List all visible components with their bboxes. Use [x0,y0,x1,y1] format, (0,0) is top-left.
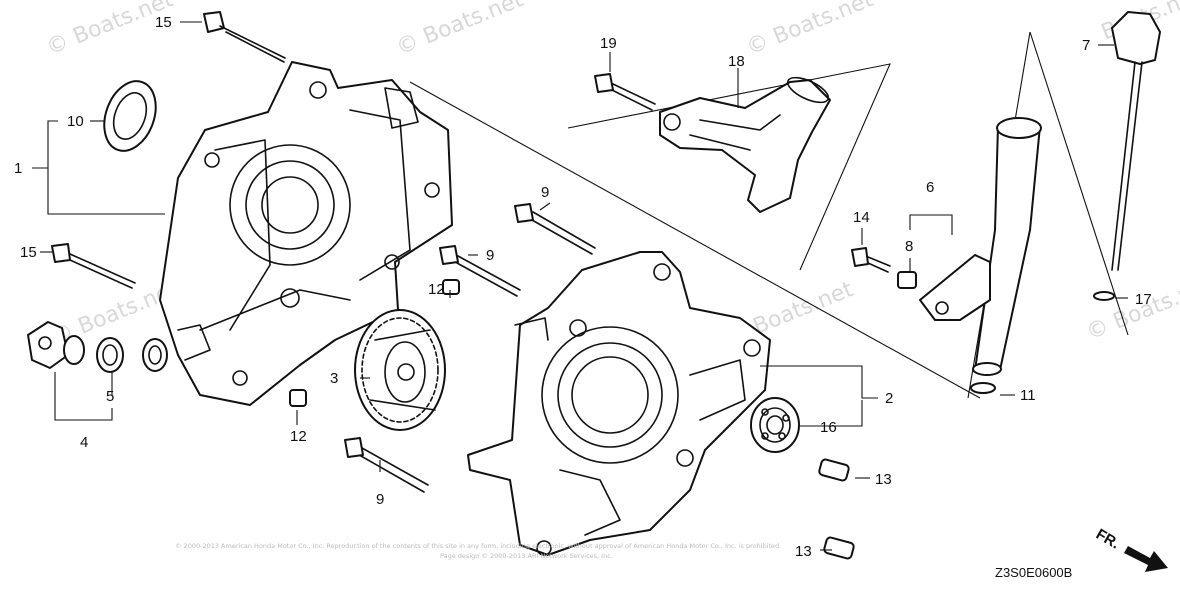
callout-15: 15 [20,244,37,261]
governor-gear [354,309,446,431]
callout-1: 1 [14,160,22,177]
bolt-15-mid [51,243,136,289]
oil-plug-assembly [27,321,168,373]
callouts: 15 10 1 15 5 4 3 12 12 9 9 9 2 16 13 13 … [14,14,1152,560]
copyright-line: Page design © 2000-2013 ARI Network Serv… [440,552,613,560]
dipstick [1111,11,1161,271]
oil-filler-bracket [659,76,831,213]
callout-3: 3 [330,370,338,387]
callout-5: 5 [106,388,114,405]
watermark: © Boats.net [743,0,877,61]
sub-assembly-boundary [567,63,891,271]
o-ring-17 [1093,291,1115,301]
callout-17: 17 [1135,291,1152,308]
bolt-9-top [514,203,596,255]
callout-9: 9 [541,184,549,201]
copyright-line: © 2000-2013 American Honda Motor Co., In… [175,542,781,550]
front-direction-indicator: FR. [1093,526,1168,572]
callout-19: 19 [600,35,617,52]
arrow-icon [1124,546,1168,572]
leader-lines [32,21,1128,551]
front-label: FR. [1093,526,1122,553]
callout-16: 16 [820,419,837,436]
dowel-pin [823,536,855,560]
callout-9: 9 [376,491,384,508]
callout-12: 12 [290,428,307,445]
callout-9: 9 [486,247,494,264]
oil-filler-pipe [919,117,1042,376]
bolt-19 [594,73,656,111]
callout-13: 13 [795,543,812,560]
dowel-pin [442,279,460,295]
dowel-pins [289,279,855,560]
watermark: © Boats.net [393,0,527,61]
callout-18: 18 [728,53,745,70]
callout-12: 12 [428,281,445,298]
o-ring-11 [970,382,996,394]
callout-2: 2 [885,390,893,407]
callout-11: 11 [1020,387,1036,404]
bearing [750,397,800,453]
callout-13: 13 [875,471,892,488]
oil-seal-10 [103,80,157,152]
small-parts [897,271,1115,394]
diagram-code: Z3S0E0600B [995,565,1072,580]
callout-10: 10 [67,113,84,130]
watermark: © Boats.net [1083,272,1180,346]
collar-8 [897,271,917,289]
bolts [51,11,891,493]
outline-line [409,81,981,399]
copyright-notice: © 2000-2013 American Honda Motor Co., In… [175,542,781,560]
outline-line [1029,31,1129,336]
callout-8: 8 [905,238,913,255]
callout-6: 6 [926,179,934,196]
callout-7: 7 [1082,37,1090,54]
bolt-9-mid [439,245,521,297]
dowel-pin [289,389,307,407]
bolt-9-bottom [344,437,429,493]
callout-4: 4 [80,434,88,451]
crankcase-side [467,251,771,556]
dowel-pin [818,458,850,482]
callout-14: 14 [853,209,870,226]
callout-15: 15 [155,14,172,31]
bolt-15-top [203,11,286,63]
bolt-14 [851,247,891,273]
case-cover [159,61,453,406]
